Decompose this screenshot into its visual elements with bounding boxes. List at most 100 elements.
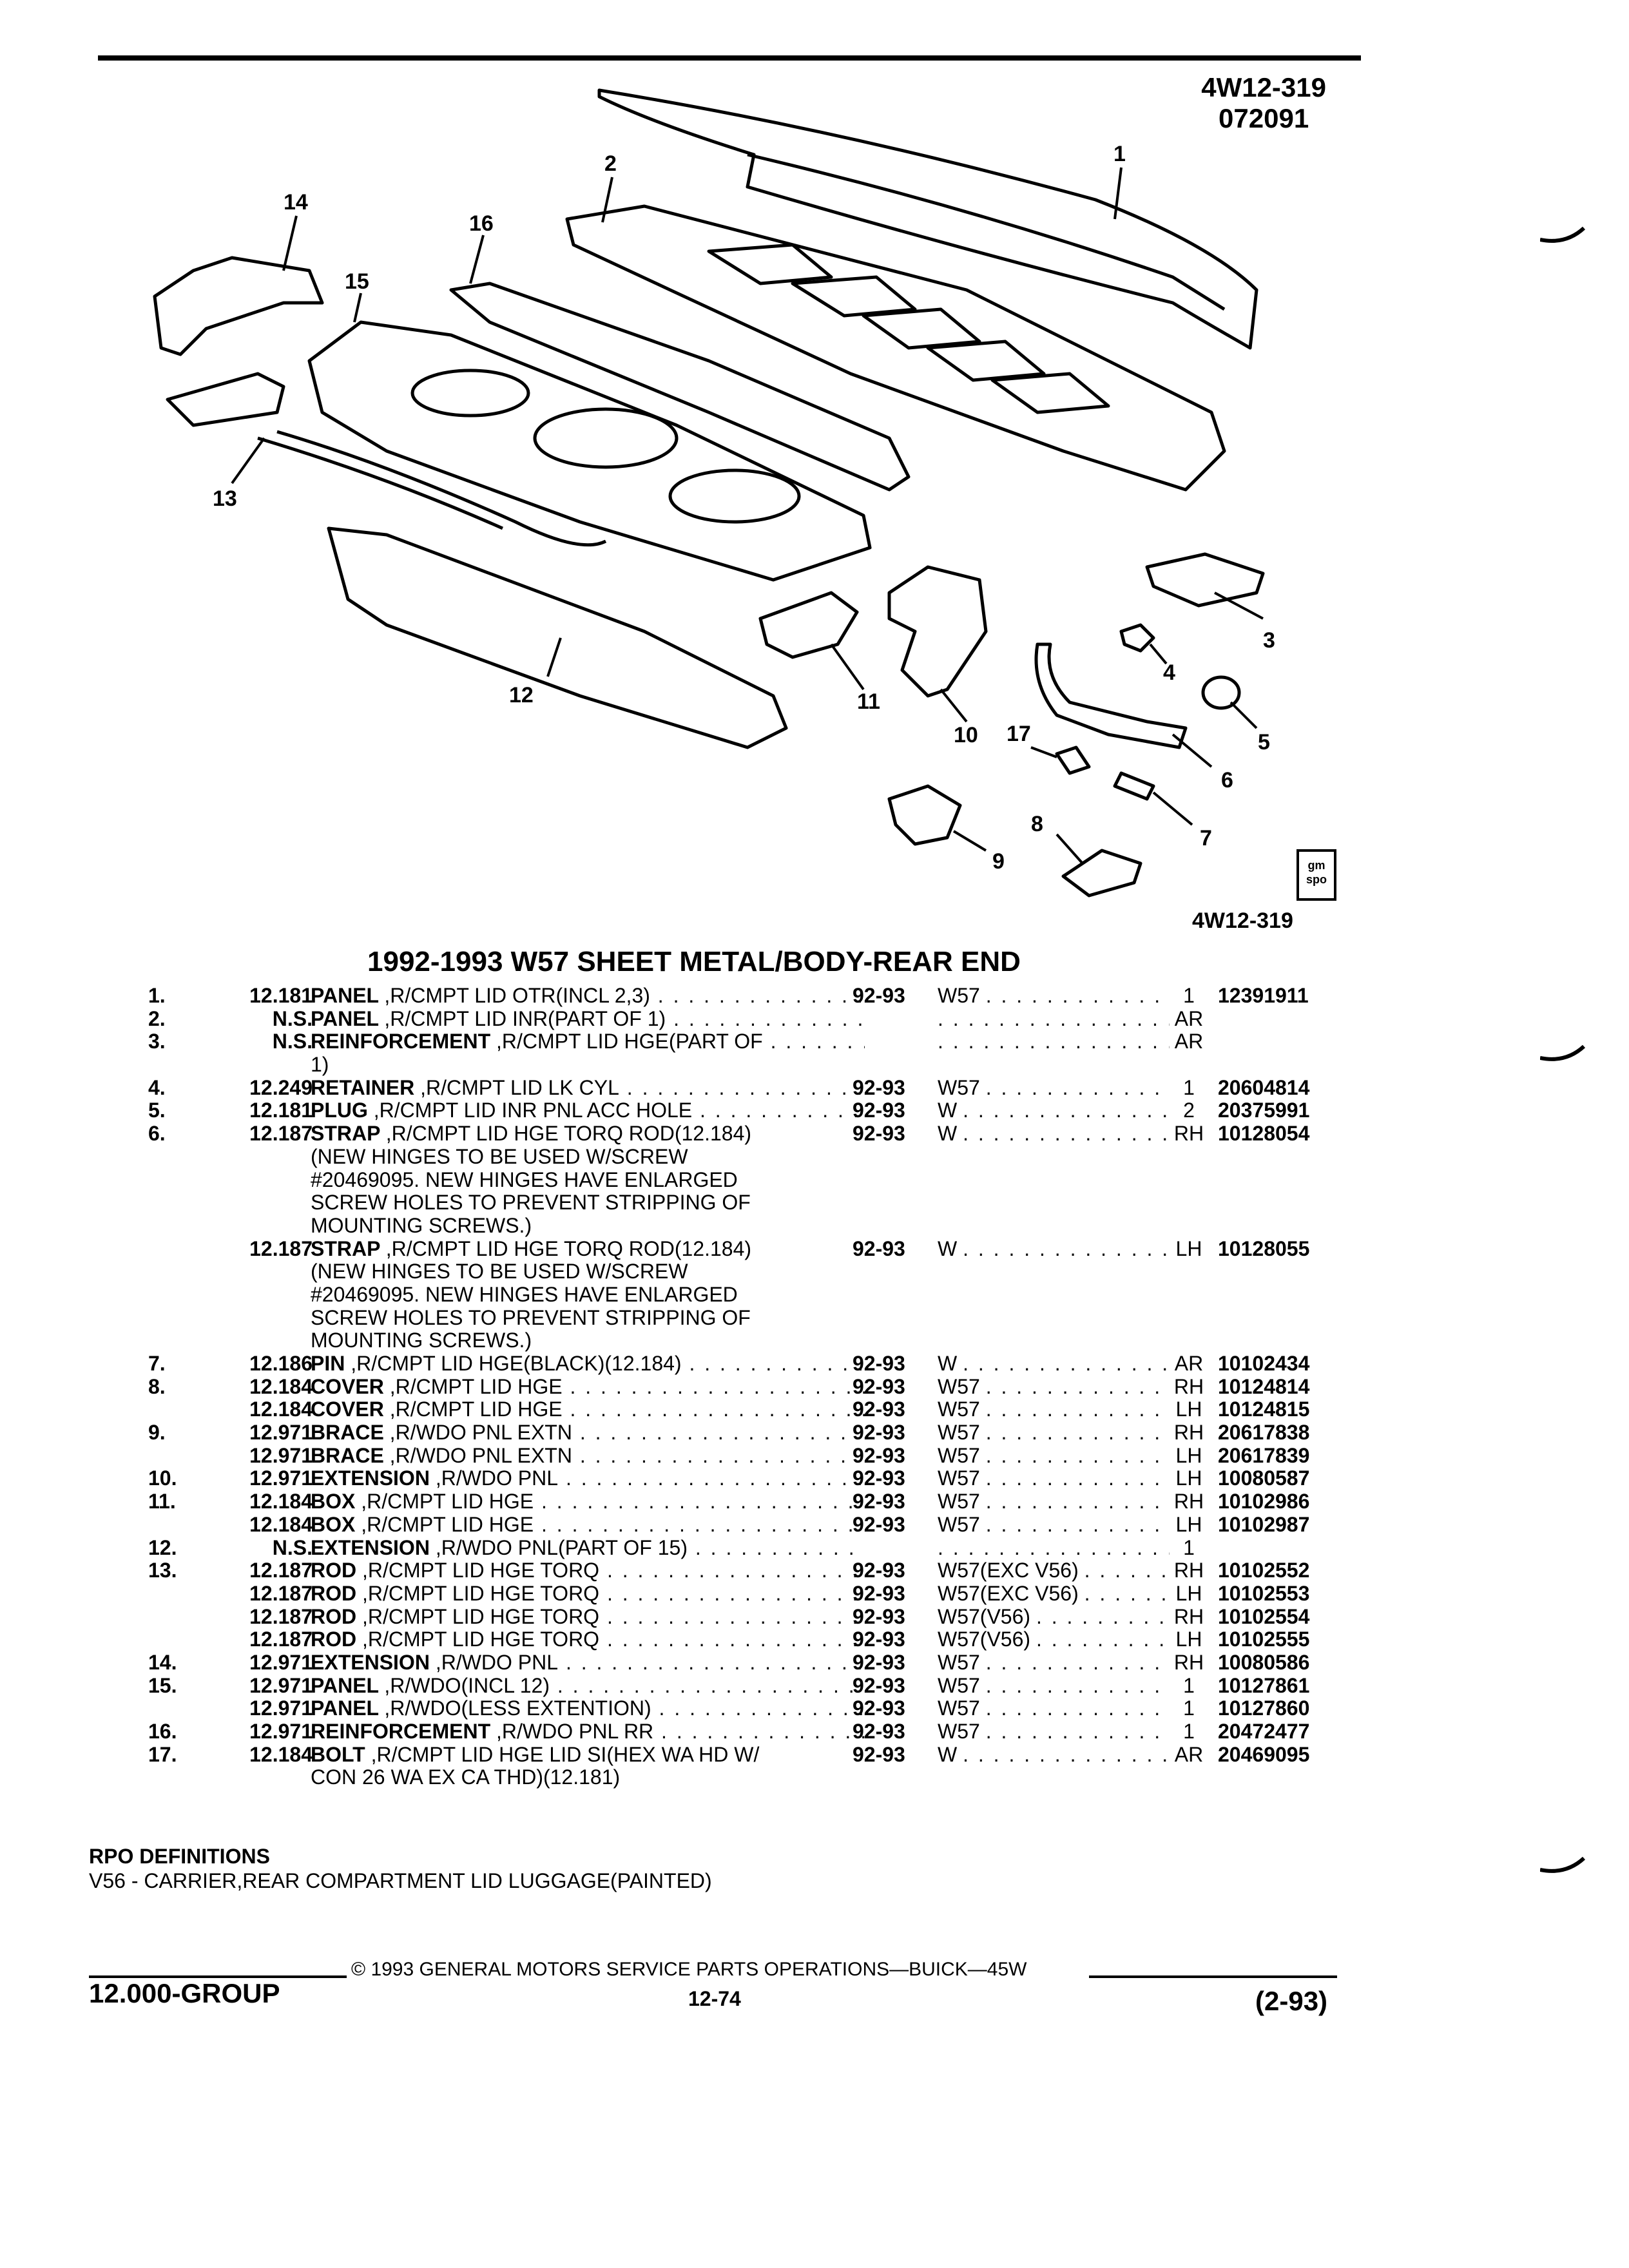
part-retainer [1119, 623, 1155, 653]
option-code-cell: W57 . . . . . . . . . . . . . . . . . . … [938, 1398, 1170, 1421]
item-number: 15. [148, 1673, 177, 1697]
leader-dots: . . . . . . . . . . . . . . . . . . . . … [985, 1375, 1170, 1398]
gm-spo-logo: gm spo [1296, 849, 1336, 901]
figure-id-bottom: 4W12-319 [1192, 908, 1293, 933]
callout-10: 10 [954, 723, 978, 747]
part-inner-lid [565, 204, 1226, 492]
part-description: STRAP ,R/CMPT LID HGE TORQ ROD(12.184) [311, 1238, 865, 1261]
part-name: STRAP [311, 1122, 386, 1146]
part-description: ROD ,R/CMPT LID HGE TORQ . . . . . . . .… [311, 1582, 865, 1606]
part-description: REINFORCEMENT ,R/CMPT LID HGE(PART OF . … [311, 1030, 865, 1053]
table-row: (NEW HINGES TO BE USED W/SCREW [148, 1146, 1360, 1169]
part-name: REINFORCEMENT [311, 1030, 496, 1053]
part-description: PANEL ,R/CMPT LID INR(PART OF 1) . . . .… [311, 1008, 865, 1031]
quantity: LH [1175, 1581, 1202, 1605]
option-code-cell: W57 . . . . . . . . . . . . . . . . . . … [938, 1720, 1170, 1744]
part-detail: ,R/WDO PNL(PART OF 15) [435, 1536, 688, 1559]
leader-dots: . . . . . . . . . . . . . . . . . . . . … [985, 1513, 1170, 1536]
part-detail: (NEW HINGES TO BE USED W/SCREW [311, 1145, 688, 1168]
section-number: 12.971 [249, 1696, 313, 1720]
quantity: RH [1173, 1122, 1204, 1146]
leader-dots: . . . . . . . . . . . . . . . . . . . . … [963, 1743, 1170, 1766]
leader-dots: . . . . . . . . . . . . . . . . . . . . … [1084, 1582, 1170, 1605]
section-number: 12.184 [249, 1398, 313, 1421]
quantity: AR [1174, 1352, 1204, 1375]
part-number: 10128054 [1218, 1122, 1310, 1146]
callout-5: 5 [1258, 730, 1270, 754]
leader-dots: . . . . . . . . . . . . . . . . . . . . … [963, 1099, 1170, 1122]
callout-14: 14 [284, 190, 308, 215]
section-number: 12.971 [249, 1466, 313, 1490]
section-number: 12.184 [249, 1512, 313, 1536]
leader-dots: . . . . . . . . . . . . . . . . . . . . … [579, 1444, 865, 1467]
quantity: LH [1175, 1512, 1202, 1536]
part-description: BOLT ,R/CMPT LID HGE LID SI(HEX WA HD W/ [311, 1744, 865, 1767]
option-code: W [938, 1352, 963, 1375]
part-detail: ,R/CMPT LID LK CYL [420, 1076, 619, 1099]
quantity: RH [1173, 1374, 1204, 1398]
part-detail: ,R/CMPT LID HGE [361, 1513, 534, 1536]
model-years: 92-93 [853, 1075, 905, 1099]
part-description: PLUG ,R/CMPT LID INR PNL ACC HOLE . . . … [311, 1099, 865, 1122]
part-hinge-strap [1034, 642, 1188, 749]
section-number: 12.184 [249, 1490, 313, 1514]
option-code-cell: . . . . . . . . . . . . . . . . . . . . … [938, 1030, 1170, 1053]
part-bolt [1055, 745, 1091, 775]
part-torque-rod [166, 372, 285, 427]
part-detail: ,R/CMPT LID HGE TORQ ROD(12.184) [385, 1237, 752, 1260]
leader-dots: . . . . . . . . . . . . . . . . . . . . … [985, 1444, 1170, 1467]
part-description: (NEW HINGES TO BE USED W/SCREW [311, 1260, 865, 1283]
option-code-cell: W57 . . . . . . . . . . . . . . . . . . … [938, 1675, 1170, 1698]
part-description: BRACE ,R/WDO PNL EXTN . . . . . . . . . … [311, 1445, 865, 1468]
leader-dots: . . . . . . . . . . . . . . . . . . . . … [657, 985, 865, 1007]
option-code-cell: W57 . . . . . . . . . . . . . . . . . . … [938, 1467, 1170, 1490]
part-name: BOX [311, 1513, 361, 1536]
quantity: 2 [1183, 1099, 1195, 1122]
part-extension-10 [887, 565, 988, 698]
option-code-cell: W57 . . . . . . . . . . . . . . . . . . … [938, 1651, 1170, 1675]
option-code-cell: W57 . . . . . . . . . . . . . . . . . . … [938, 1077, 1170, 1100]
quantity: 1 [1183, 1673, 1195, 1697]
callout-17: 17 [1007, 722, 1031, 746]
callout-3: 3 [1263, 628, 1275, 653]
leader-dots: . . . . . . . . . . . . . . . . . . . . … [606, 1559, 865, 1582]
leader-dots: . . . . . . . . . . . . . . . . . . . . … [557, 1674, 865, 1697]
item-number: 2. [148, 1006, 166, 1030]
option-code: W [938, 1237, 963, 1260]
part-name: ROD [311, 1628, 362, 1651]
part-name: EXTENSION [311, 1536, 436, 1559]
part-name: ROD [311, 1559, 362, 1582]
part-extension-12 [327, 526, 788, 749]
leader-dots: . . . . . . . . . . . . . . . . . . . . … [673, 1007, 865, 1030]
item-number: 13. [148, 1559, 177, 1582]
callout-15: 15 [345, 269, 369, 294]
callout-8: 8 [1031, 812, 1043, 836]
quantity: RH [1173, 1421, 1204, 1445]
part-name: PIN [311, 1352, 351, 1375]
option-code: W57 [938, 1421, 986, 1445]
model-years: 92-93 [853, 1604, 905, 1628]
option-code: W57 [938, 1490, 986, 1514]
section-number: N.S. [272, 1006, 313, 1030]
table-row: MOUNTING SCREWS.) [148, 1329, 1360, 1352]
part-detail: ,R/CMPT LID HGE TORQ [362, 1582, 600, 1605]
table-row: 1) [148, 1053, 1360, 1077]
copyright: © 1993 GENERAL MOTORS SERVICE PARTS OPER… [351, 1959, 1027, 1980]
part-detail: ,R/CMPT LID OTR(INCL 2,3) [384, 985, 650, 1007]
callout-11: 11 [857, 689, 880, 714]
item-number: 8. [148, 1374, 166, 1398]
part-number: 10124815 [1218, 1398, 1310, 1421]
part-detail: ,R/CMPT LID HGE TORQ [362, 1605, 600, 1628]
part-description: ROD ,R/CMPT LID HGE TORQ . . . . . . . .… [311, 1606, 865, 1629]
quantity: 1 [1183, 1535, 1195, 1559]
part-number: 10102552 [1218, 1559, 1310, 1582]
